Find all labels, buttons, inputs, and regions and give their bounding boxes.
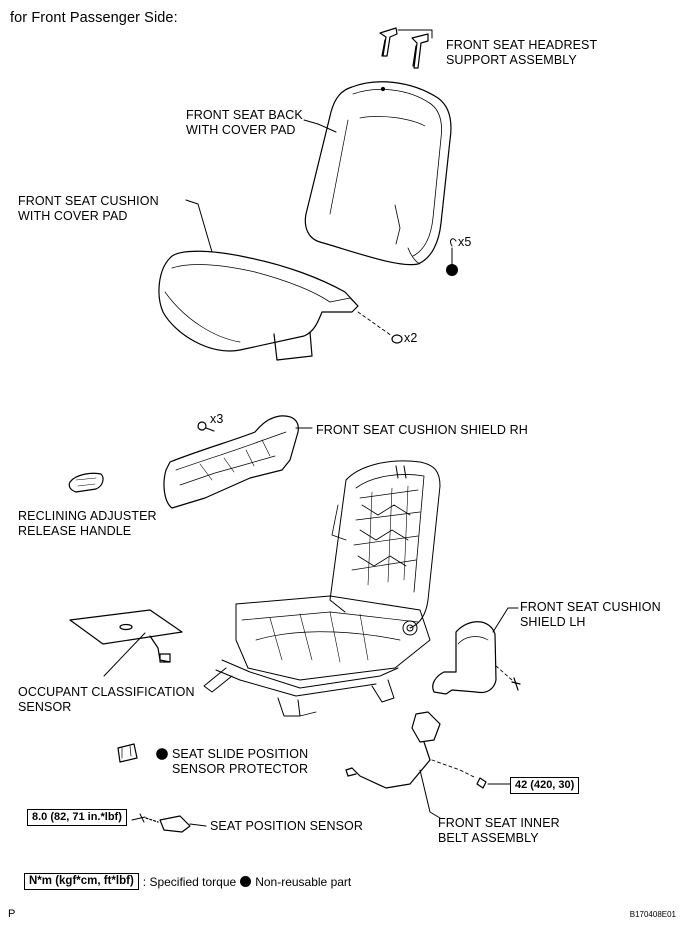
label-seat-cushion-line2: WITH COVER PAD: [18, 209, 128, 223]
label-seat-back-line1: FRONT SEAT BACK: [186, 108, 303, 122]
page-heading: for Front Passenger Side:: [10, 10, 178, 26]
label-clip-x5: x5: [458, 235, 472, 249]
headrest-support-parts: [379, 27, 433, 69]
seat-frame-part: [203, 460, 441, 717]
footer-figure-id: B170408E01: [629, 910, 676, 919]
seat-position-sensor-part: [131, 813, 207, 833]
torque-box-inner-belt: 42 (420, 30): [510, 777, 580, 794]
label-headrest-support-line1: FRONT SEAT HEADREST: [446, 38, 598, 52]
reclining-handle-part: [68, 472, 104, 493]
cushion-shield-lh-part: [432, 607, 521, 695]
torque-box-seat-position-sensor: 8.0 (82, 71 in.*lbf): [27, 809, 127, 826]
footer-left-code: P: [8, 908, 16, 920]
legend-torque-units: N*m (kgf*cm, ft*lbf): [24, 873, 139, 890]
inner-belt-part: [345, 711, 511, 819]
slide-protector-part: [117, 743, 168, 763]
label-cushion-shield-lh-line1: FRONT SEAT CUSHION: [520, 600, 661, 614]
label-reclining-handle-line1: RECLINING ADJUSTER: [18, 509, 157, 523]
label-seat-cushion-line1: FRONT SEAT CUSHION: [18, 194, 159, 208]
non-reusable-dot-icon: [240, 876, 252, 887]
label-inner-belt-line2: BELT ASSEMBLY: [438, 831, 539, 845]
label-headrest-support-line2: SUPPORT ASSEMBLY: [446, 53, 577, 67]
label-screw-x3: x3: [210, 412, 224, 426]
label-cushion-shield-rh: FRONT SEAT CUSHION SHIELD RH: [316, 423, 528, 437]
legend-nonreusable-text: Non-reusable part: [255, 874, 352, 889]
legend: N*m (kgf*cm, ft*lbf) : Specified torque …: [24, 873, 351, 890]
label-slide-protector-line2: SENSOR PROTECTOR: [172, 762, 309, 776]
label-occupant-sensor-line2: SENSOR: [18, 700, 72, 714]
screw-part: [197, 421, 215, 432]
seat-cushion-part: [158, 250, 359, 361]
label-cushion-shield-lh-line2: SHIELD LH: [520, 615, 586, 629]
label-slide-protector-line1: SEAT SLIDE POSITION: [172, 747, 309, 761]
occupant-sensor-part: [69, 609, 183, 677]
clip-parts: [357, 238, 458, 344]
label-inner-belt-line1: FRONT SEAT INNER: [438, 816, 560, 830]
seat-back-leader: [303, 119, 337, 133]
cushion-shield-rh-part: [163, 415, 313, 509]
label-seat-position-sensor: SEAT POSITION SENSOR: [210, 819, 363, 833]
label-reclining-handle-line2: RELEASE HANDLE: [18, 524, 132, 538]
seat-back-part: [304, 81, 452, 266]
label-occupant-sensor-line1: OCCUPANT CLASSIFICATION: [18, 685, 195, 699]
label-seat-back-line2: WITH COVER PAD: [186, 123, 296, 137]
seat-cushion-leader: [185, 199, 213, 253]
legend-torque-text: : Specified torque: [142, 874, 237, 889]
label-clip-x2: x2: [404, 331, 418, 345]
